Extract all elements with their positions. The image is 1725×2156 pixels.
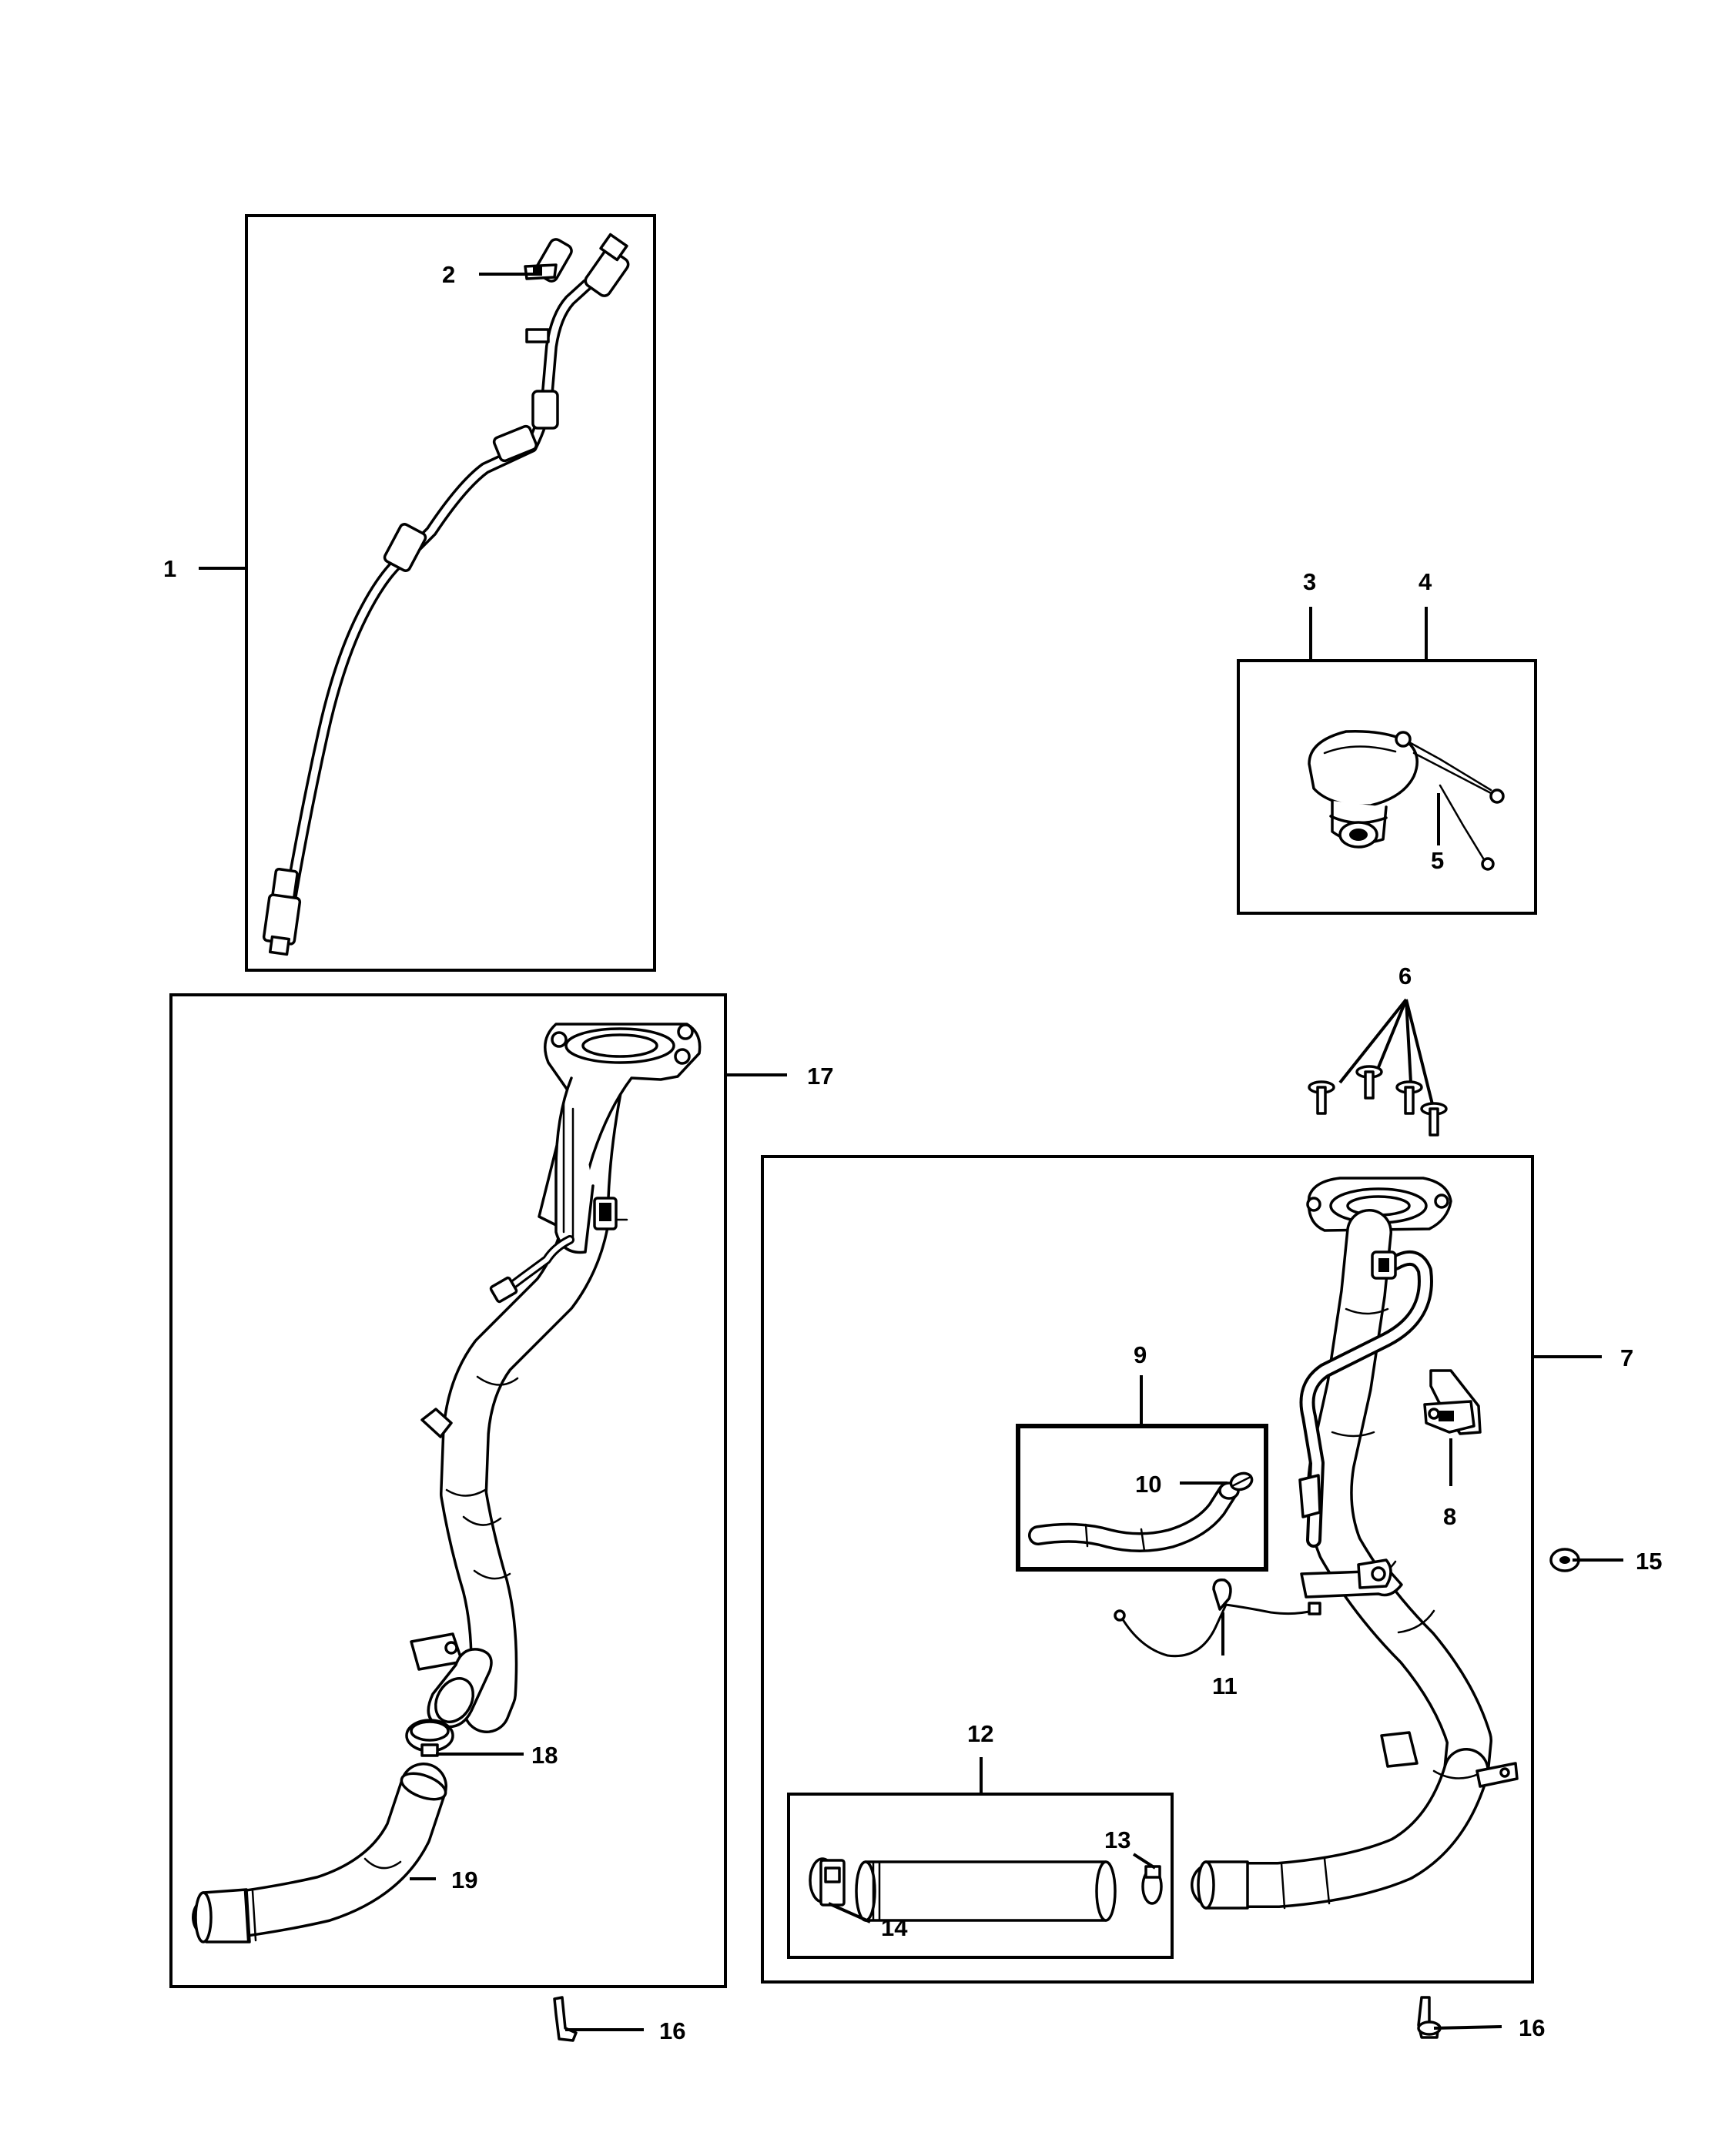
- callout-3: 3: [1303, 568, 1316, 595]
- screw-part: [1308, 1065, 1448, 1137]
- callout-1: 1: [163, 555, 176, 582]
- callout-4: 4: [1419, 568, 1432, 595]
- tether-ring-part: [1439, 784, 1495, 871]
- clamp-small-part: [1141, 1865, 1163, 1905]
- vapor-line-sleeve: [492, 424, 538, 463]
- callout-6: 6: [1398, 962, 1412, 989]
- fuel-cap-tether-part: [1395, 731, 1505, 804]
- callout-15: 15: [1636, 1548, 1662, 1575]
- vapor-line-connector-top: [584, 233, 630, 297]
- frame-filler-tube-left: [169, 993, 727, 1988]
- filler-tube-left-part: [410, 1023, 702, 1733]
- callout-18: 18: [531, 1742, 558, 1769]
- callout-5: 5: [1431, 847, 1444, 874]
- vapor-line-sleeve: [531, 390, 559, 430]
- frame-filler-tube-right: [761, 1155, 1534, 1984]
- hose-clamp-part: [405, 1719, 454, 1757]
- quick-connector-part: [524, 238, 573, 283]
- callout-13: 13: [1104, 1826, 1130, 1853]
- frame-vapor-line: [245, 214, 656, 972]
- callout-16-right: 16: [1519, 2014, 1545, 2041]
- callout-16-left: 16: [659, 2017, 685, 2044]
- callout-19: 19: [451, 1866, 477, 1893]
- callout-8: 8: [1443, 1503, 1456, 1530]
- callout-7: 7: [1620, 1344, 1633, 1371]
- bracket-part: [1423, 1369, 1482, 1435]
- filler-hose-kit-part: [855, 1860, 1117, 1922]
- push-clip-part: [1417, 1996, 1442, 2039]
- vapor-line-sleeve: [383, 523, 427, 572]
- clamp-large-part: [809, 1857, 846, 1907]
- callout-2: 2: [442, 261, 455, 288]
- leader-lines: [199, 273, 1623, 2031]
- vapor-line-part: [262, 233, 630, 956]
- fuel-cap-part: [1308, 730, 1419, 849]
- vapor-line-connector-bottom: [262, 868, 302, 956]
- callout-14: 14: [881, 1914, 908, 1941]
- callout-9: 9: [1134, 1341, 1147, 1368]
- frame-fuel-cap: [1237, 659, 1537, 915]
- callout-10: 10: [1135, 1471, 1161, 1498]
- filler-tube-right-part: [1191, 1177, 1519, 1910]
- filler-hose-part: [192, 1763, 447, 1943]
- callout-11: 11: [1212, 1672, 1238, 1699]
- callout-17: 17: [807, 1063, 833, 1090]
- ground-strap-part: [1114, 1578, 1321, 1658]
- hose-clip-part: [1229, 1471, 1254, 1491]
- callout-12: 12: [967, 1720, 993, 1747]
- vapor-line-clip: [525, 328, 550, 343]
- push-clip-part: [553, 1996, 578, 2042]
